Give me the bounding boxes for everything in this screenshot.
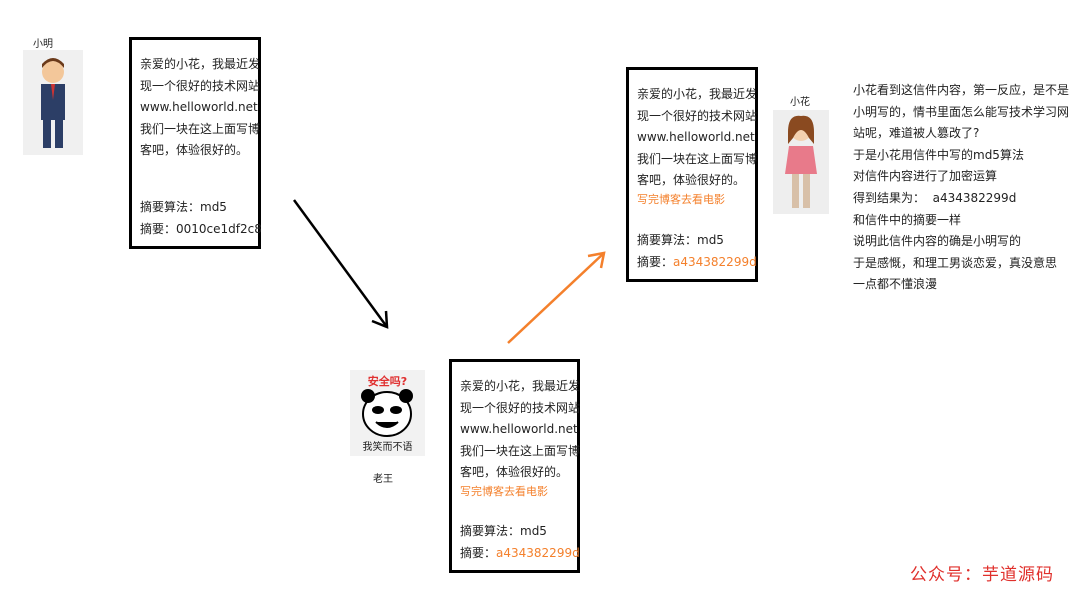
- letter-line: 现一个很好的技术网站: [637, 108, 758, 123]
- added-line: 写完博客去看电影: [460, 484, 548, 498]
- digest-label: 摘要：: [460, 545, 497, 560]
- digest-algo: 摘要算法：md5: [460, 524, 547, 538]
- watermark: 公众号：芋道源码: [910, 565, 1054, 585]
- note-line: 于是小花用信件中写的md5算法: [853, 147, 1024, 162]
- letter-line: 我们一块在这上面写博: [140, 121, 261, 136]
- letter-line: 我们一块在这上面写博: [460, 443, 581, 458]
- note-line: 和信件中的摘要一样: [853, 212, 962, 227]
- note-line: 得到结果为： a434382299d: [853, 190, 1017, 205]
- note-line: 一点都不懂浪漫: [853, 277, 938, 292]
- letter-line: 亲爱的小花，我最近发: [637, 87, 758, 101]
- digest-label: 摘要：: [637, 254, 674, 269]
- panda-face-icon: [361, 389, 413, 437]
- explanation-note: 小花看到这信件内容，第一反应，是不是 小明写的，情书里面怎么能写技术学习网 站呢…: [853, 80, 1069, 296]
- xiaoming-avatar-icon: [23, 50, 83, 155]
- letter-line: 现一个很好的技术网站: [140, 78, 261, 93]
- digest-value: a434382299d: [496, 545, 580, 560]
- letter-line: 客吧，体验很好的。: [460, 465, 569, 479]
- note-line: 小明写的，情书里面怎么能写技术学习网: [853, 104, 1070, 119]
- meme-top-text: 安全吗?: [367, 375, 408, 388]
- meme-bottom-text: 我笑而不语: [362, 442, 413, 453]
- letter-line: 现一个很好的技术网站: [460, 400, 581, 415]
- digest-label: 摘要：: [140, 221, 177, 236]
- digest-value: 0010ce1df2c8: [176, 221, 262, 236]
- arrow-to-xiaohua-icon: [507, 251, 606, 344]
- note-line: 小花看到这信件内容，第一反应，是不是: [853, 83, 1070, 97]
- letter-line: www.helloworld.net: [637, 130, 755, 144]
- note-line: 于是感慨，和理工男谈恋爱，真没意思: [853, 255, 1058, 270]
- letter-line: 亲爱的小花，我最近发: [460, 379, 581, 393]
- laowang-label: 老王: [373, 474, 393, 485]
- tampered-letter-box: 亲爱的小花，我最近发 现一个很好的技术网站 www.helloworld.net…: [449, 359, 580, 573]
- letter-line: 客吧，体验很好的。: [637, 173, 746, 187]
- note-line: 站呢，难道被人篡改了?: [853, 126, 980, 141]
- digest-value: a434382299d: [673, 254, 757, 269]
- digest-algo: 摘要算法：md5: [140, 200, 227, 214]
- xiaohua-label: 小花: [790, 97, 810, 108]
- added-line: 写完博客去看电影: [637, 192, 725, 206]
- letter-line: www.helloworld.net: [140, 100, 258, 114]
- received-letter-box: 亲爱的小花，我最近发 现一个很好的技术网站 www.helloworld.net…: [626, 67, 758, 282]
- digest-algo: 摘要算法：md5: [637, 233, 724, 247]
- arrow-to-laowang-icon: [292, 199, 389, 329]
- original-letter-box: 亲爱的小花，我最近发 现一个很好的技术网站 www.helloworld.net…: [129, 37, 262, 249]
- letter-line: 客吧，体验很好的。: [140, 143, 249, 157]
- xiaohua-avatar-icon: [773, 110, 829, 214]
- letter-line: 我们一块在这上面写博: [637, 151, 758, 166]
- letter-line: www.helloworld.net: [460, 422, 578, 436]
- laowang-meme: 安全吗? 我笑而不语: [350, 370, 425, 456]
- xiaoming-label: 小明: [33, 39, 53, 50]
- note-line: 说明此信件内容的确是小明写的: [853, 234, 1022, 249]
- letter-line: 亲爱的小花，我最近发: [140, 57, 261, 71]
- note-line: 对信件内容进行了加密运算: [853, 169, 998, 184]
